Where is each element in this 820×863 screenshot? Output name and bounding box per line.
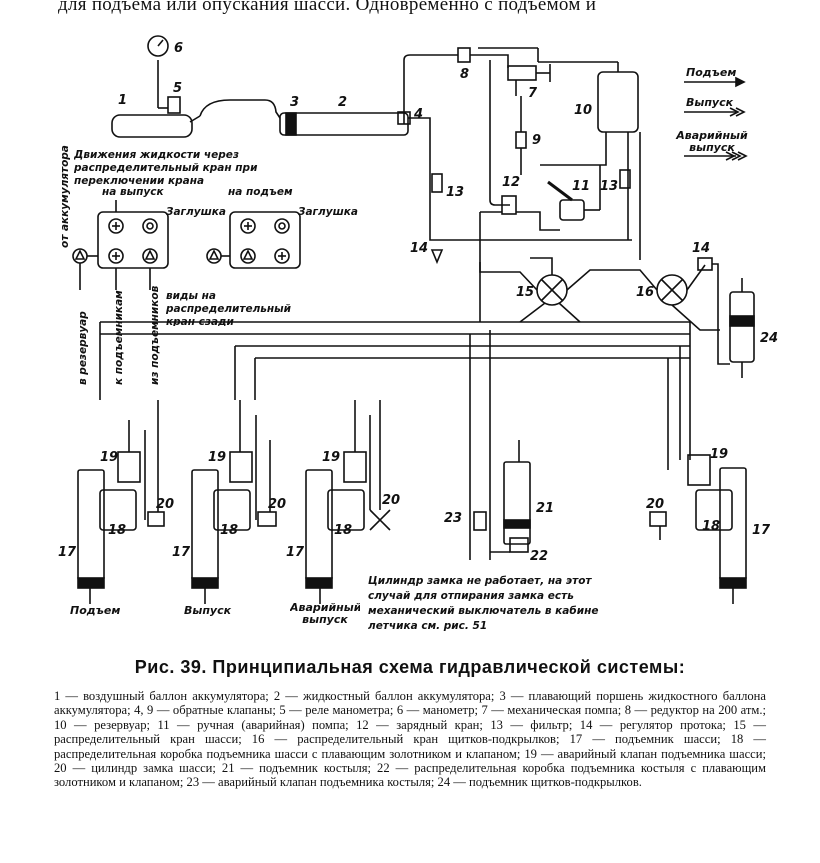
- reducer-8: [457, 47, 471, 63]
- unit-caption-raise: Подъем: [70, 604, 120, 617]
- crane-view-lower: [72, 200, 169, 290]
- label-plug-2: Заглушка: [298, 206, 358, 218]
- hand-pump-11: [547, 165, 601, 221]
- legend-raise: Подъем: [686, 66, 736, 79]
- crane-note-wrap: Движения жидкости через распределительны…: [74, 149, 258, 187]
- label-to-lower: на выпуск: [102, 186, 164, 198]
- label-from-lifters: из подъемников: [149, 285, 161, 385]
- label-24: 24: [760, 331, 778, 346]
- figure-title: Рис. 39. Принципиальная схема гидравличе…: [134, 657, 686, 677]
- label-7: 7: [528, 86, 538, 101]
- label-17-b: 17: [172, 545, 191, 560]
- label-17-a: 17: [58, 545, 77, 560]
- label-3: 3: [290, 95, 299, 110]
- label-20-b: 20: [268, 497, 286, 512]
- label-18-a: 18: [108, 523, 126, 538]
- unit-caption-emergency: Аварийный выпуск: [290, 602, 360, 626]
- label-4: 4: [413, 107, 423, 122]
- label-2: 2: [338, 95, 347, 110]
- gear-unit-right: [649, 454, 747, 604]
- check-valve-9: [515, 96, 527, 175]
- charging-tap-12: [479, 195, 560, 255]
- label-18-b: 18: [220, 523, 238, 538]
- label-14-right: 14: [692, 241, 710, 256]
- label-6: 6: [174, 41, 183, 56]
- label-11: 11: [572, 179, 590, 194]
- label-13-right: 13: [600, 179, 618, 194]
- label-16: 16: [636, 285, 654, 300]
- crane-note: Движения жидкости через распределительны…: [74, 149, 258, 187]
- label-17-d: 17: [752, 523, 771, 538]
- unit-caption-emergency-wrap: Аварийный выпуск: [290, 602, 360, 626]
- label-to-raise: на подъем: [228, 186, 293, 198]
- floating-piston: [285, 112, 297, 136]
- label-13-left: 13: [446, 185, 464, 200]
- views-note-wrap: виды на распределительный кран сзади: [166, 290, 292, 326]
- lock-note-ref: см. рис. 51: [421, 620, 488, 632]
- label-from-accumulator: от аккумулятора: [59, 145, 71, 248]
- label-14-left: 14: [410, 241, 428, 256]
- figure-legend: 1 — воздушный баллон аккумулятора; 2 — ж…: [54, 689, 766, 790]
- legend-emergency: Аварийный выпуск: [676, 130, 748, 154]
- air-cylinder: [111, 114, 201, 138]
- label-22: 22: [530, 549, 548, 564]
- legend-lower: Выпуск: [686, 96, 734, 109]
- filter-13-left: [431, 173, 443, 193]
- label-20-a: 20: [156, 497, 174, 512]
- label-15: 15: [516, 285, 534, 300]
- flap-lifter-24: [712, 263, 755, 378]
- label-21: 21: [536, 501, 554, 516]
- label-20-d: 20: [646, 497, 664, 512]
- unit-caption-lower: Выпуск: [184, 604, 232, 617]
- label-19-c: 19: [322, 450, 340, 465]
- lock-note: Цилиндр замка не работает, на этот случа…: [368, 575, 599, 632]
- filter-13-right: [619, 169, 631, 189]
- header-text: для подъема или опускания шасси. Одновре…: [58, 0, 597, 15]
- mechanical-pump-7: [507, 64, 551, 96]
- landing-gear-crane-15: [479, 255, 632, 323]
- label-19-b: 19: [208, 450, 226, 465]
- pressure-relay: [157, 60, 181, 114]
- flow-regulator-14-right: [697, 257, 713, 271]
- tail-lifter-21: [490, 440, 531, 553]
- crane-view-raise: [206, 211, 301, 269]
- hydraulic-schematic: 1 2 3 4 5 6 7 8 9 10 11 12 13 13 14 14 1…: [58, 35, 778, 632]
- emergency-valve-23: [473, 511, 487, 531]
- gear-unit-lower: [191, 400, 277, 604]
- legend-emergency-wrap: Аварийный выпуск: [676, 130, 748, 154]
- lock-note-wrap: Цилиндр замка не работает, на этот случа…: [368, 575, 599, 632]
- label-5: 5: [173, 81, 182, 96]
- label-plug-1: Заглушка: [166, 206, 226, 218]
- fluid-cylinder: [279, 112, 409, 136]
- flow-legend: [684, 76, 748, 161]
- label-23: 23: [444, 511, 462, 526]
- label-to-reservoir: в резервуар: [77, 311, 89, 385]
- label-10: 10: [574, 103, 592, 118]
- views-note: виды на распределительный кран сзади: [166, 290, 292, 326]
- label-18-c: 18: [334, 523, 352, 538]
- label-9: 9: [532, 133, 541, 148]
- gear-unit-emergency: [305, 400, 391, 604]
- label-to-lifters: к подъемникам: [113, 290, 125, 385]
- label-20-c: 20: [382, 493, 400, 508]
- gear-unit-raise: [77, 400, 165, 604]
- flow-regulator-14-left: [430, 249, 444, 265]
- reservoir-10: [478, 47, 639, 133]
- label-12: 12: [502, 175, 520, 190]
- label-1: 1: [118, 93, 127, 108]
- label-8: 8: [460, 67, 469, 82]
- label-18-d: 18: [702, 519, 720, 534]
- label-19-a: 19: [100, 450, 118, 465]
- flap-crane-16: [632, 264, 720, 331]
- label-19-d: 19: [710, 447, 728, 462]
- manometer-icon: [147, 35, 169, 57]
- label-17-c: 17: [286, 545, 305, 560]
